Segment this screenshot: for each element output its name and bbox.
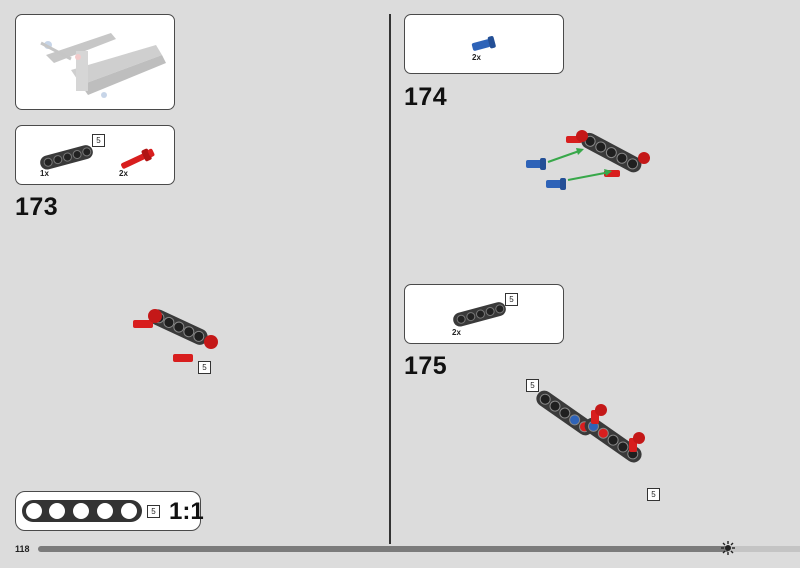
progress-fill	[38, 546, 728, 552]
length-badge: 5	[526, 379, 539, 392]
length-badge: 5	[198, 361, 211, 374]
progress-bar	[38, 546, 800, 552]
ruler-hole	[26, 503, 42, 519]
length-badge: 5	[647, 488, 660, 501]
step-number: 174	[404, 83, 448, 111]
parts-box-step-175: 5 2x	[404, 284, 564, 344]
red-pin	[173, 335, 218, 362]
arrow-head	[604, 169, 612, 176]
red-pin-part	[121, 148, 155, 169]
column-divider	[389, 14, 391, 544]
page-number: 118	[15, 544, 30, 554]
part-quantity: 2x	[472, 53, 481, 62]
sun-icon	[721, 541, 735, 555]
arrow-head	[576, 148, 584, 155]
parts-box-step-173: 5 1x 2x	[15, 125, 175, 185]
ruler-hole	[49, 503, 65, 519]
context-model-illustration	[40, 33, 166, 98]
red-pin	[133, 309, 162, 328]
parts-box-step-174: 2x	[404, 14, 564, 74]
context-thumbnail-box	[15, 14, 175, 110]
black-beam-5-part	[40, 145, 93, 170]
ruler-hole	[97, 503, 113, 519]
length-badge: 5	[505, 293, 518, 306]
blue-pin	[526, 158, 546, 170]
scale-label: 1:1	[169, 498, 204, 525]
length-badge: 5	[147, 505, 160, 518]
step-173-assembly	[133, 309, 218, 362]
scale-ruler-box: 5 1:1	[15, 491, 204, 531]
step-number: 173	[15, 193, 59, 221]
ruler-hole	[73, 503, 89, 519]
part-quantity: 2x	[119, 169, 128, 178]
red-pin	[566, 130, 588, 143]
part-quantity: 2x	[452, 328, 461, 337]
length-badge: 5	[92, 134, 105, 147]
step-175-assembly	[536, 390, 645, 463]
red-pin	[591, 404, 607, 424]
step-number: 175	[404, 352, 448, 380]
beam-ruler	[22, 500, 142, 522]
red-pin	[629, 432, 645, 452]
insert-arrow	[547, 149, 583, 163]
black-beam-5-part	[453, 302, 506, 327]
part-quantity: 1x	[40, 169, 49, 178]
step-174-assembly	[526, 130, 650, 190]
ruler-hole	[121, 503, 137, 519]
blue-pin-part	[471, 36, 496, 51]
blue-pin	[546, 178, 566, 190]
insert-arrow	[567, 171, 611, 181]
